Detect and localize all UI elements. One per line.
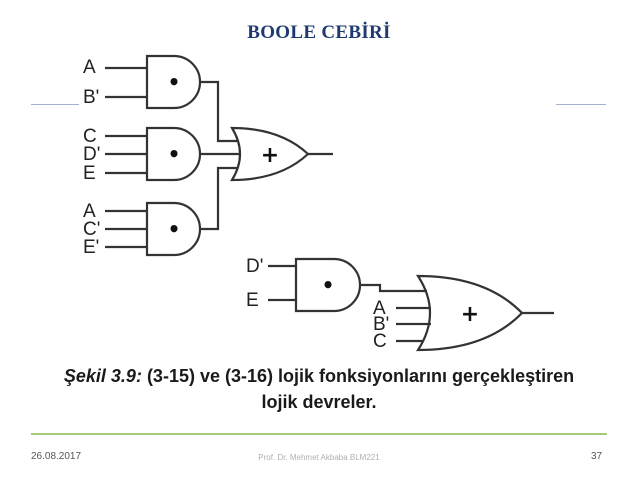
footer-page-number: 37 (591, 451, 603, 462)
and-gate-3 (145, 201, 202, 257)
label-and3-in3: E' (83, 237, 99, 258)
label-or2-in2: B' (373, 314, 389, 335)
and-symbol-1: • (168, 70, 181, 94)
and-symbol-4: • (322, 273, 335, 297)
or-gate-1 (230, 126, 310, 182)
and-gate-4 (294, 257, 362, 313)
label-or2-in3: C (373, 331, 387, 352)
figure-caption: Şekil 3.9: (3-15) ve (3-16) lojik fonksi… (0, 363, 638, 415)
caption-figure-label: Şekil 3.9: (63, 366, 142, 386)
footer-divider (31, 433, 607, 435)
label-and2-in2: D' (83, 144, 100, 165)
decor-line-left (31, 104, 79, 105)
label-and1-in2: B' (83, 87, 99, 108)
label-and3-in2: C' (83, 219, 100, 240)
label-and4-in1: D' (246, 256, 263, 277)
wire-and4-out (360, 283, 427, 293)
wire-and1-out (200, 80, 238, 143)
wire-and3-out (200, 166, 238, 231)
and-symbol-2: • (168, 142, 181, 166)
or-symbol-1: + (261, 143, 279, 168)
label-and2-in1: C (83, 126, 97, 147)
or-symbol-2: + (461, 302, 479, 327)
footer-date: 26.08.2017 (31, 451, 82, 462)
and-gate-2 (145, 126, 202, 182)
and-gate-1 (145, 54, 202, 110)
caption-text-line2: lojik devreler. (261, 392, 377, 412)
label-and1-in1: A (83, 57, 96, 78)
label-and2-in3: E (83, 163, 96, 184)
and-symbol-3: • (168, 217, 181, 241)
or-gate-2 (415, 274, 524, 352)
label-and3-in1: A (83, 201, 96, 222)
slide-title: BOOLE CEBİRİ (247, 22, 391, 43)
label-or2-in1: A (373, 298, 386, 319)
decor-line-right (556, 104, 606, 105)
footer-author: Prof. Dr. Mehmet Akbaba BLM221 (258, 453, 380, 462)
caption-text-line1: (3-15) ve (3-16) lojik fonksiyonlarını g… (141, 366, 575, 386)
label-and4-in2: E (246, 290, 259, 311)
